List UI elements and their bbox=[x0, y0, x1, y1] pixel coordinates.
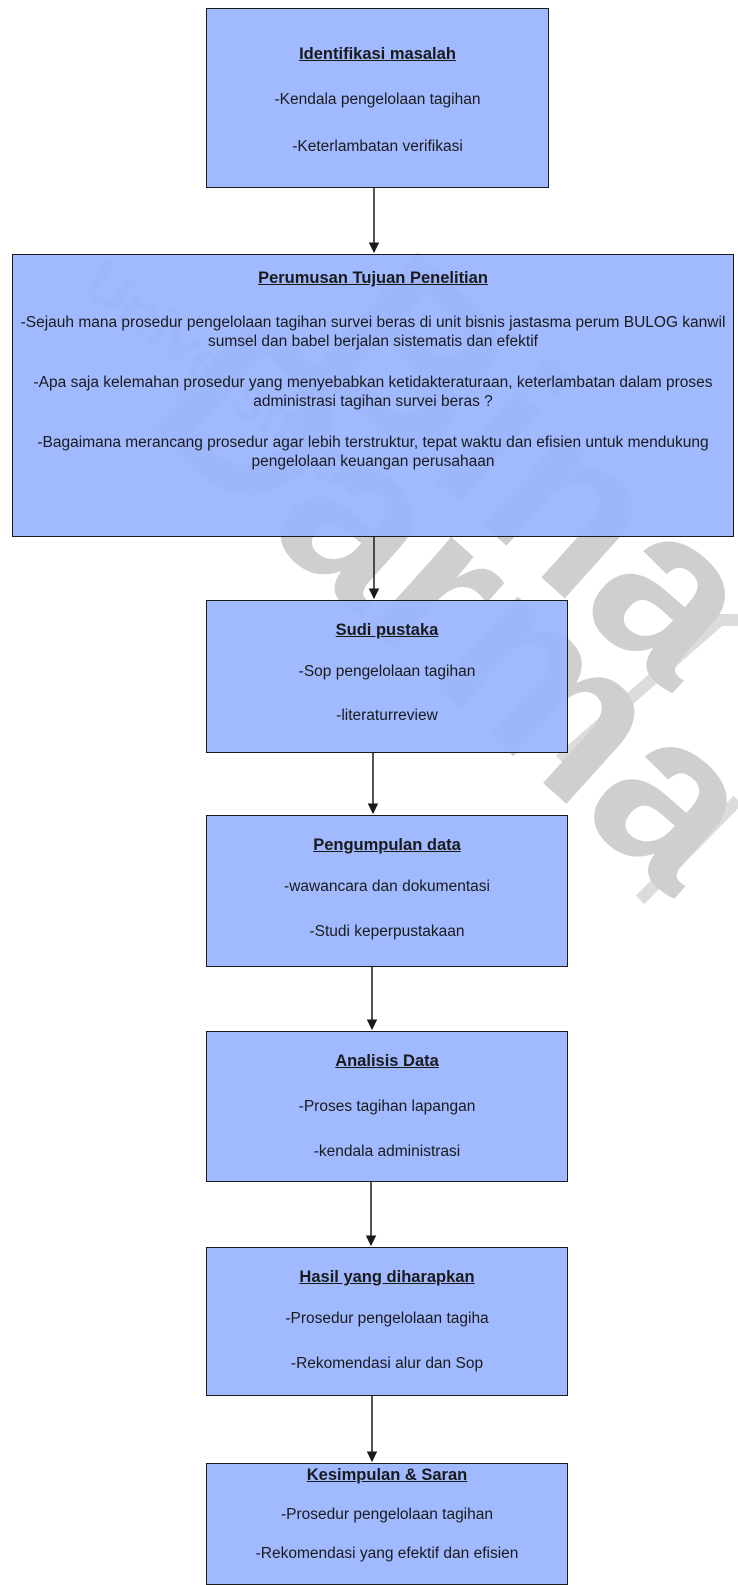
step-item: -Bagaimana merancang prosedur agar lebih… bbox=[37, 434, 709, 470]
step-item: -wawancara dan dokumentasi bbox=[284, 878, 490, 895]
step-kesimpulan-saran: Kesimpulan & Saran -Prosedur pengelolaan… bbox=[206, 1463, 568, 1585]
step-title: Hasil yang diharapkan bbox=[299, 1268, 475, 1286]
step-item: -Apa saja kelemahan prosedur yang menyeb… bbox=[33, 374, 713, 410]
step-title: Pengumpulan data bbox=[313, 836, 461, 854]
step-analisis-data: Analisis Data -Proses tagihan lapangan -… bbox=[206, 1031, 568, 1182]
step-item: -kendala administrasi bbox=[313, 1143, 461, 1160]
step-identifikasi-masalah: Identifikasi masalah -Kendala pengelolaa… bbox=[206, 8, 549, 188]
step-item: -Sejauh mana prosedur pengelolaan tagiha… bbox=[20, 314, 726, 350]
step-title: Analisis Data bbox=[335, 1052, 439, 1070]
step-item: -Sop pengelolaan tagihan bbox=[298, 663, 476, 680]
step-hasil-yang-diharapkan: Hasil yang diharapkan -Prosedur pengelol… bbox=[206, 1247, 568, 1396]
step-item: -Prosedur pengelolaan tagiha bbox=[285, 1310, 489, 1327]
step-title: Sudi pustaka bbox=[335, 621, 439, 639]
step-perumusan-tujuan: Perumusan Tujuan Penelitian -Sejauh mana… bbox=[12, 254, 734, 537]
step-item: -Prosedur pengelolaan tagihan bbox=[281, 1506, 493, 1523]
step-item: -Proses tagihan lapangan bbox=[298, 1098, 476, 1115]
step-title: Kesimpulan & Saran bbox=[306, 1466, 468, 1484]
step-item: -Rekomendasi yang efektif dan efisien bbox=[255, 1545, 519, 1562]
step-item: -Studi keperpustakaan bbox=[309, 923, 465, 940]
step-item: -Rekomendasi alur dan Sop bbox=[290, 1355, 484, 1372]
step-title: Identifikasi masalah bbox=[299, 45, 456, 63]
step-item: -Keterlambatan verifikasi bbox=[292, 138, 463, 155]
step-item: -literaturreview bbox=[336, 707, 438, 724]
watermark-logo bbox=[556, 614, 738, 905]
step-item: -Kendala pengelolaan tagihan bbox=[274, 91, 481, 108]
step-studi-pustaka: Sudi pustaka -Sop pengelolaan tagihan -l… bbox=[206, 600, 568, 753]
step-title: Perumusan Tujuan Penelitian bbox=[258, 269, 488, 287]
step-pengumpulan-data: Pengumpulan data -wawancara dan dokument… bbox=[206, 815, 568, 967]
